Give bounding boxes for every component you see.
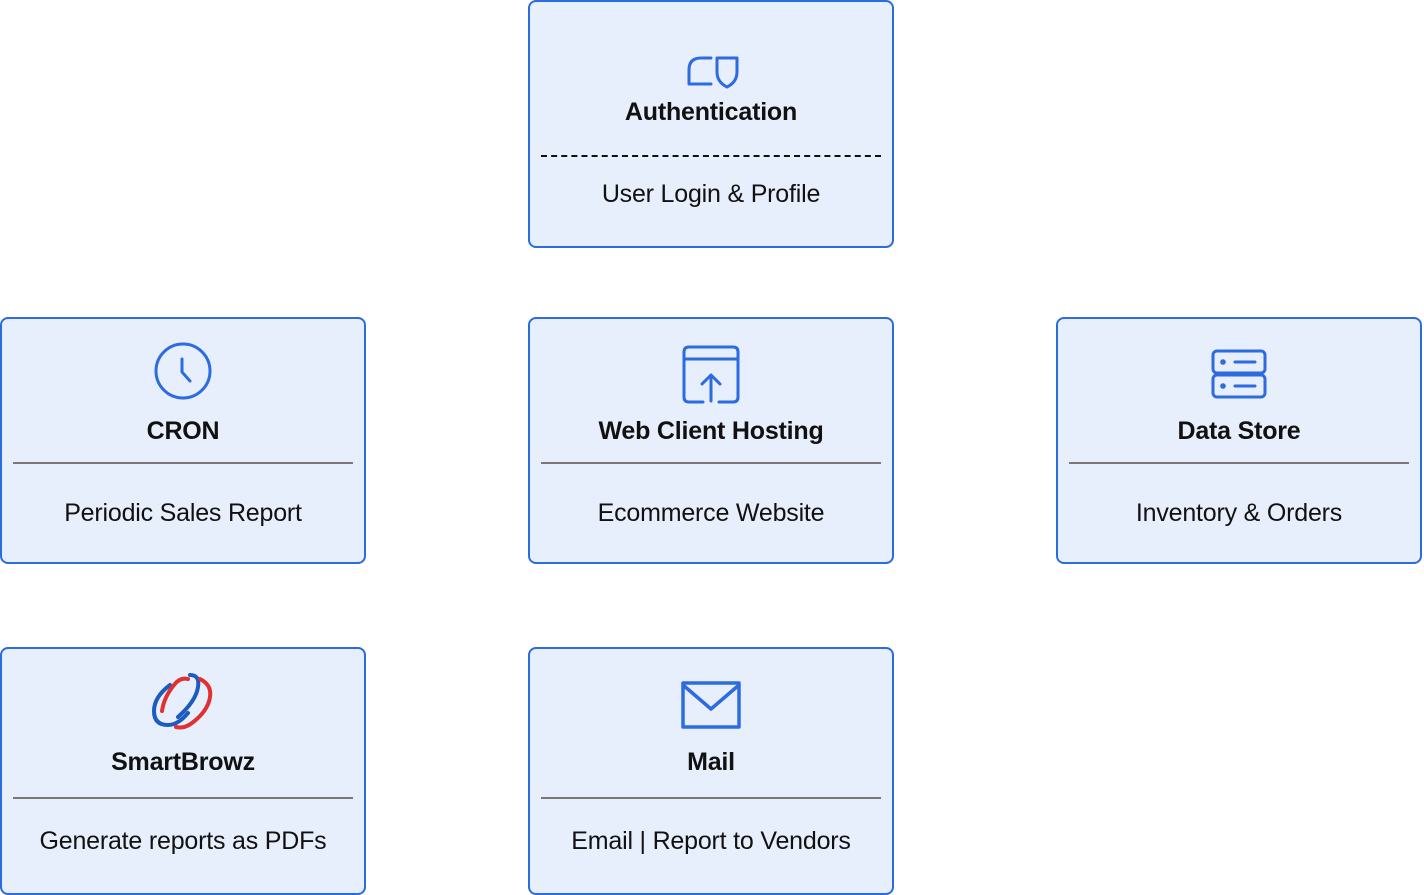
node-data-store: Data Store Inventory & Orders: [1056, 317, 1422, 564]
node-subtitle: Periodic Sales Report: [64, 499, 302, 527]
clock-icon: [153, 341, 213, 401]
server-icon: [1211, 349, 1267, 401]
smartbrowz-logo-icon: [150, 671, 216, 731]
node-subtitle: Generate reports as PDFs: [39, 827, 327, 855]
node-subtitle: Ecommerce Website: [597, 499, 825, 527]
node-authentication: Authentication User Login & Profile: [528, 0, 894, 248]
node-divider: [13, 797, 353, 799]
envelope-icon: [681, 681, 741, 729]
node-title: Authentication: [624, 98, 798, 126]
node-subtitle: Email | Report to Vendors: [571, 827, 851, 855]
node-divider: [541, 155, 881, 157]
node-title: SmartBrowz: [111, 748, 255, 776]
node-divider: [13, 462, 353, 464]
node-title: Web Client Hosting: [598, 417, 824, 445]
node-divider: [1069, 462, 1409, 464]
upload-window-icon: [681, 345, 741, 405]
node-title: CRON: [146, 417, 220, 445]
node-mail: Mail Email | Report to Vendors: [528, 647, 894, 895]
shield-icon: [681, 54, 741, 90]
node-subtitle: Inventory & Orders: [1135, 499, 1343, 527]
node-subtitle: User Login & Profile: [601, 180, 821, 208]
node-divider: [541, 797, 881, 799]
node-smartbrowz: SmartBrowz Generate reports as PDFs: [0, 647, 366, 895]
node-cron: CRON Periodic Sales Report: [0, 317, 366, 564]
node-title: Data Store: [1177, 417, 1301, 445]
node-web-client-hosting: Web Client Hosting Ecommerce Website: [528, 317, 894, 564]
node-divider: [541, 462, 881, 464]
node-title: Mail: [687, 748, 735, 776]
